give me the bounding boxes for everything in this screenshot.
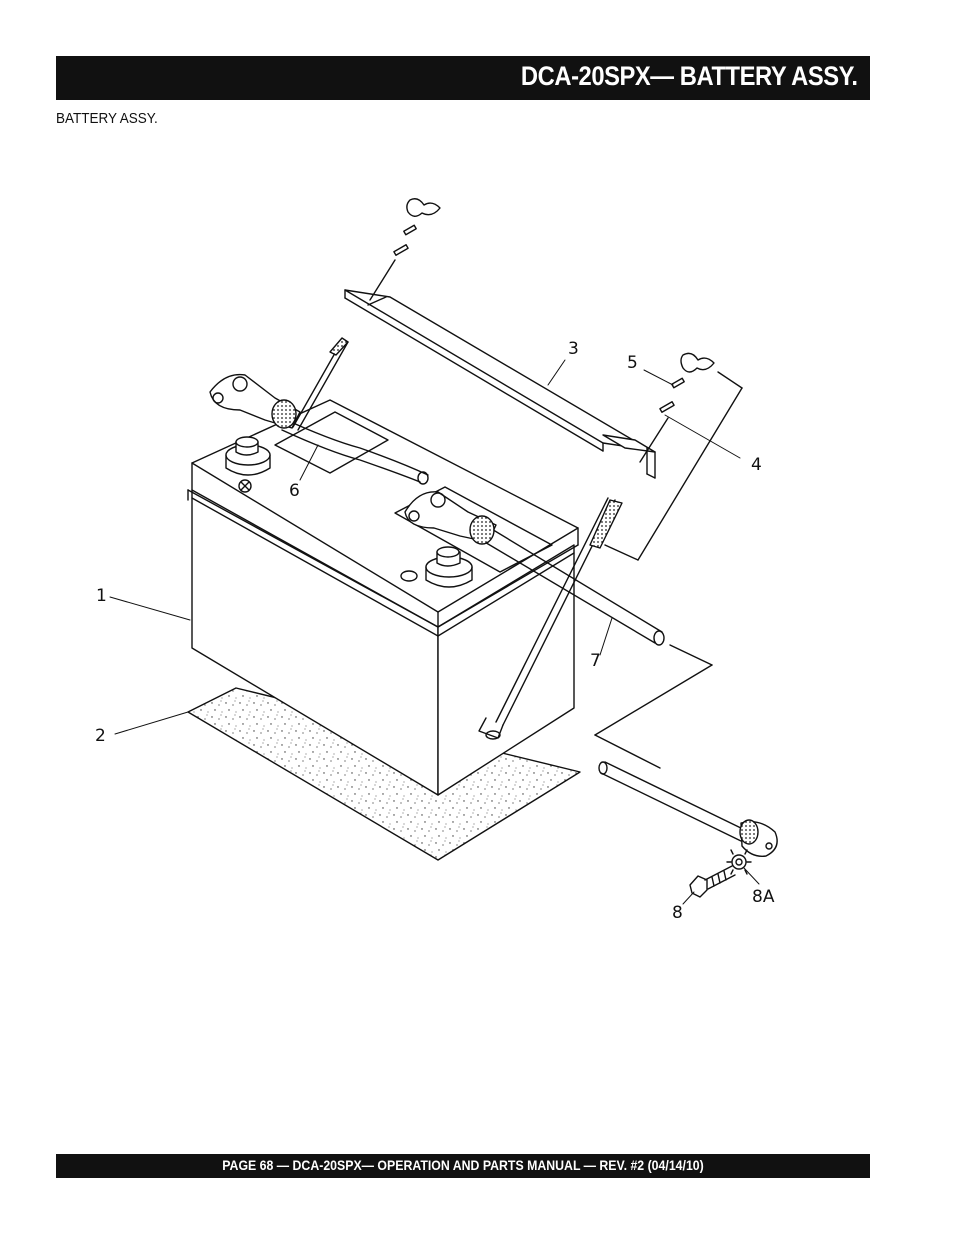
callout-5: 5 xyxy=(627,353,638,373)
callout-3: 3 xyxy=(568,339,579,359)
wing-nut-part-5 xyxy=(671,352,715,389)
page-footer-bar: PAGE 68 — DCA-20SPX— OPERATION AND PARTS… xyxy=(56,1154,870,1178)
battery-cable-part-7 xyxy=(404,491,665,646)
exploded-view-guide xyxy=(604,371,743,561)
bolt-part-8 xyxy=(689,865,736,898)
callout-7: 7 xyxy=(590,651,601,671)
battery-mat-part-2 xyxy=(187,687,581,861)
page-header-bar: DCA-20SPX— BATTERY ASSY. xyxy=(56,56,870,100)
battery-case-part-1 xyxy=(187,399,579,796)
section-subtitle: BATTERY ASSY. xyxy=(56,110,158,127)
hold-down-bracket-part-3 xyxy=(344,289,656,479)
callout-1: 1 xyxy=(96,586,107,606)
star-washer-part-8A xyxy=(726,849,752,875)
page-footer-text: PAGE 68 — DCA-20SPX— OPERATION AND PARTS… xyxy=(222,1157,704,1173)
cable-end-lower xyxy=(594,644,778,857)
hold-down-rods xyxy=(292,337,623,740)
battery-cable-part-6 xyxy=(209,373,429,485)
callout-4: 4 xyxy=(751,455,762,475)
page-title: DCA-20SPX— BATTERY ASSY. xyxy=(521,61,858,91)
washer-part-4 xyxy=(639,401,675,463)
callout-6: 6 xyxy=(289,481,300,501)
callout-8a: 8A xyxy=(752,887,775,907)
wing-nut-top-left xyxy=(369,198,441,301)
leader-lines xyxy=(109,359,760,905)
callout-2: 2 xyxy=(95,726,106,746)
callout-8: 8 xyxy=(672,903,683,923)
